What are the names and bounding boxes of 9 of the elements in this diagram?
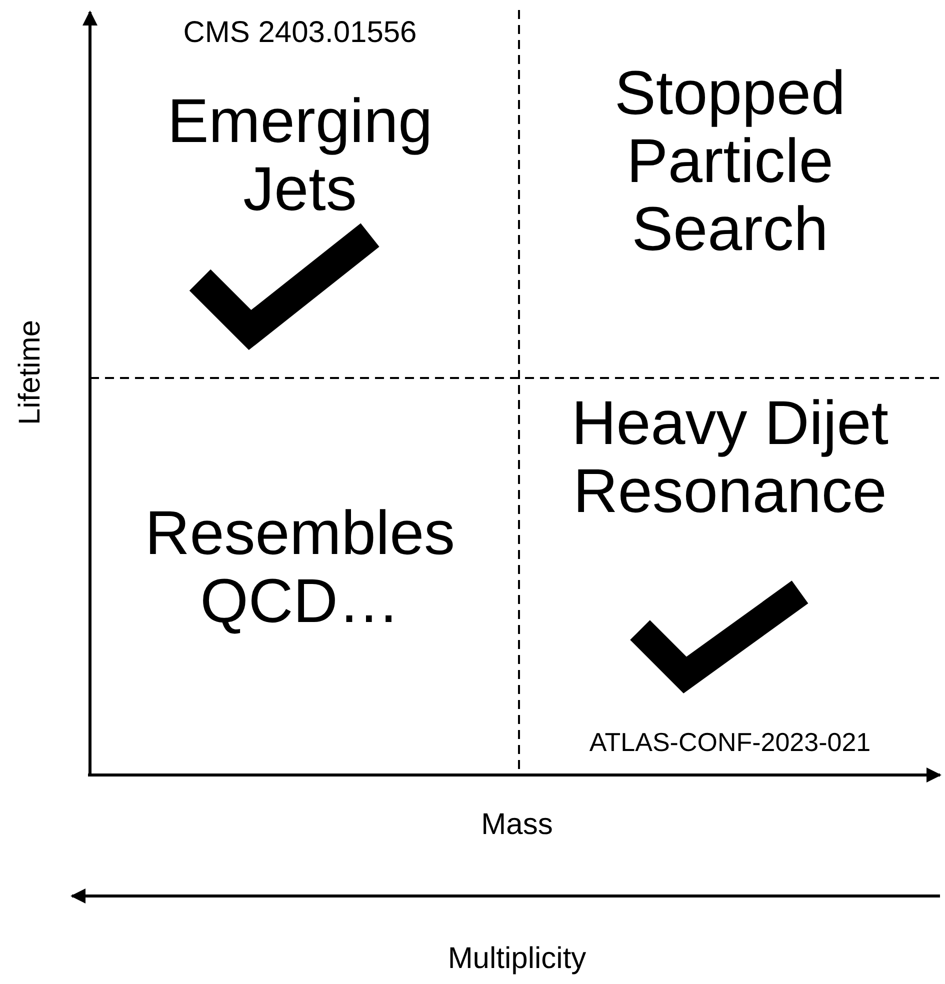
axis-title: Multiplicity bbox=[446, 942, 588, 975]
axis-title: Mass bbox=[480, 808, 554, 841]
axis-title: Lifetime bbox=[14, 318, 46, 428]
quadrant-label: Heavy Dijet Resonance bbox=[570, 390, 890, 526]
quadrant-label: Resembles QCD… bbox=[144, 500, 456, 636]
quadrant-label: Emerging Jets bbox=[166, 88, 434, 224]
reference-note: CMS 2403.01556 bbox=[182, 16, 418, 49]
quadrant-label: Stopped Particle Search bbox=[614, 60, 846, 265]
reference-note: ATLAS-CONF-2023-021 bbox=[588, 728, 872, 757]
